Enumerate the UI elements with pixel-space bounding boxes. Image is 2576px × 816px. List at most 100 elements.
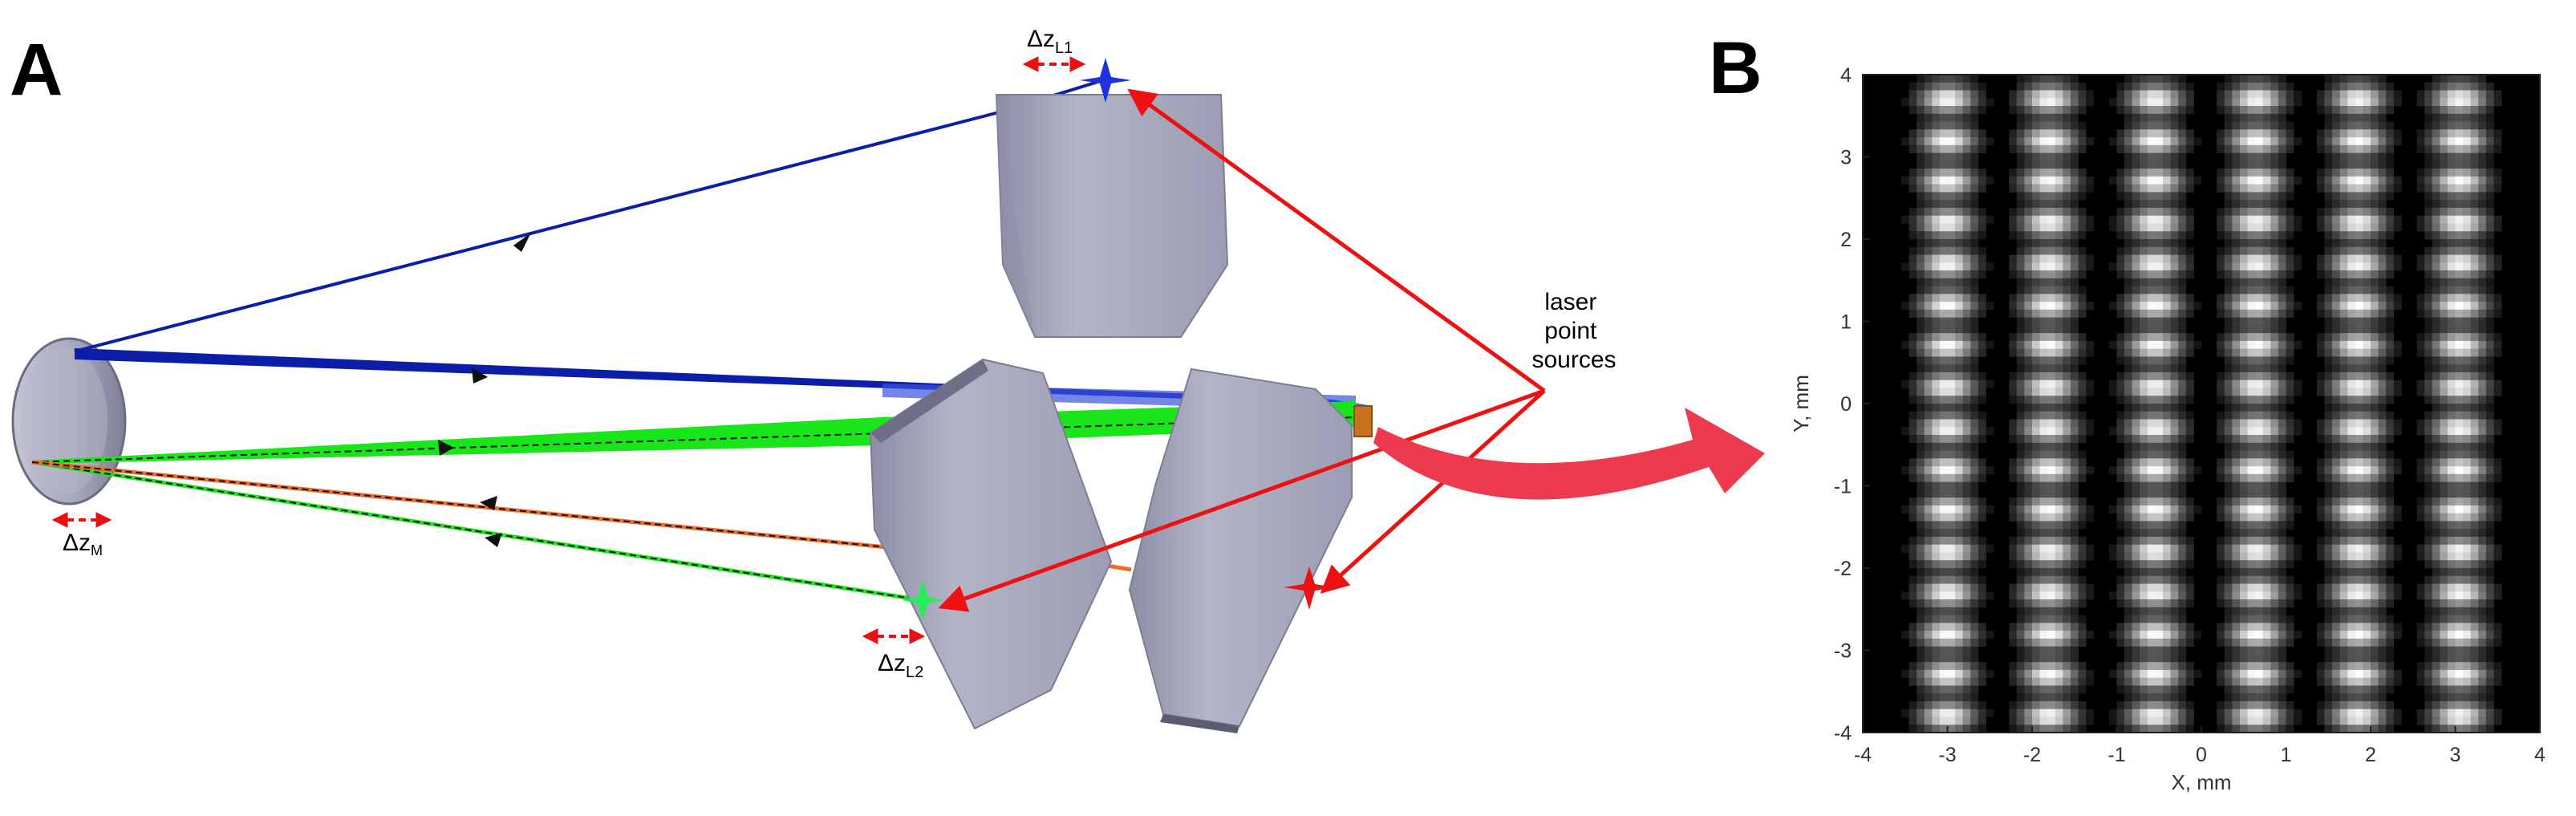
heatmap-cell	[2339, 529, 2348, 538]
heatmap-cell	[1947, 340, 1956, 350]
heatmap-cell	[2132, 302, 2140, 311]
heatmap-cell	[2032, 404, 2040, 412]
heatmap-cell	[2470, 458, 2479, 467]
heatmap-cell	[2163, 536, 2172, 546]
heatmap-cell	[2278, 575, 2286, 584]
heatmap-cell	[2485, 607, 2494, 615]
heatmap-cell	[2178, 544, 2187, 553]
heatmap-cell	[1955, 325, 1964, 334]
heatmap-cell	[2324, 239, 2333, 248]
heatmap-cell	[2424, 599, 2433, 608]
heatmap-cell	[1917, 669, 1925, 679]
heatmap-cell	[2116, 309, 2125, 319]
heatmap-cell	[2447, 473, 2456, 483]
heatmap-cell	[2278, 286, 2286, 294]
heatmap-cell	[1932, 677, 1941, 686]
heatmap-cell	[2255, 615, 2264, 623]
heatmap-cell	[2009, 560, 2018, 569]
heatmap-cell	[2378, 677, 2387, 686]
heatmap-cell	[2009, 513, 2018, 522]
heatmap-cell	[2063, 435, 2071, 444]
heatmap-cell	[2355, 223, 2363, 232]
heatmap-cell	[2339, 450, 2348, 459]
heatmap-cell	[2116, 552, 2125, 561]
heatmap-cell	[2124, 717, 2133, 725]
heatmap-cell	[2217, 435, 2225, 444]
heatmap-cell	[1939, 90, 1948, 99]
heatmap-cell	[2386, 317, 2395, 326]
heatmap-cell	[2147, 685, 2156, 694]
heatmap-cell	[2278, 223, 2286, 232]
heatmap-cell	[2432, 473, 2440, 483]
heatmap-cell	[2371, 481, 2379, 490]
heatmap-cell	[2016, 396, 2025, 404]
heatmap-cell	[2493, 262, 2502, 271]
heatmap-cell	[2140, 106, 2148, 115]
heatmap-cell	[2470, 184, 2479, 193]
heatmap-cell	[2463, 489, 2472, 498]
heatmap-cell	[2278, 717, 2286, 725]
heatmap-cell	[1917, 458, 1925, 467]
heatmap-cell	[2332, 192, 2341, 201]
heatmap-cell	[2239, 489, 2248, 498]
heatmap-cell	[2378, 654, 2387, 663]
heatmap-cell	[2178, 396, 2187, 404]
heatmap-cell	[1901, 669, 1909, 679]
heatmap-cell	[1978, 427, 1986, 436]
heatmap-cell	[1924, 137, 1933, 146]
heatmap-cell	[1917, 693, 1925, 702]
heatmap-cell	[2447, 254, 2456, 263]
heatmap-cell	[2016, 677, 2025, 686]
heatmap-cell	[2447, 615, 2456, 623]
heatmap-cell	[2440, 599, 2448, 608]
heatmap-cell	[2478, 677, 2487, 686]
heatmap-cell	[2032, 631, 2040, 639]
heatmap-cell	[2024, 168, 2033, 177]
heatmap-cell	[2132, 348, 2140, 357]
heatmap-cell	[2116, 333, 2125, 342]
heatmap-cell	[2447, 396, 2456, 404]
heatmap-cell	[2278, 356, 2286, 365]
heatmap-cell	[2178, 294, 2187, 302]
heatmap-cell	[2339, 176, 2348, 185]
heatmap-cell	[2055, 184, 2063, 193]
heatmap-cell	[1955, 568, 1964, 577]
heatmap-cell	[2378, 599, 2387, 608]
heatmap-cell	[1970, 75, 1979, 83]
heatmap-cell	[2170, 583, 2179, 592]
heatmap-cell	[2416, 340, 2425, 350]
heatmap-cell	[2170, 536, 2179, 546]
heatmap-cell	[2116, 340, 2125, 350]
heatmap-cell	[2324, 623, 2333, 631]
heatmap-cell	[2055, 489, 2063, 498]
heatmap-cell	[1932, 160, 1941, 169]
heatmap-cell	[1986, 544, 1994, 553]
heatmap-cell	[2447, 184, 2456, 193]
heatmap-cell	[1947, 231, 1956, 240]
heatmap-cell	[2039, 340, 2048, 350]
heatmap-cell	[2009, 473, 2018, 483]
heatmap-cell	[1924, 450, 1933, 459]
heatmap-cell	[2332, 404, 2341, 412]
heatmap-cell	[2485, 121, 2494, 130]
heatmap-cell	[2463, 302, 2472, 311]
heatmap-cell	[1947, 309, 1956, 319]
heatmap-cell	[2432, 725, 2440, 733]
heatmap-cell	[2324, 82, 2333, 91]
heatmap-cell	[2455, 700, 2464, 710]
heatmap-cell	[2217, 411, 2225, 420]
heatmap-cell	[2124, 231, 2133, 240]
heatmap-cell	[2024, 717, 2033, 725]
heatmap-cell	[2278, 473, 2286, 483]
heatmap-cell	[1909, 623, 1917, 631]
heatmap-cell	[2463, 700, 2472, 710]
heatmap-cell	[1970, 623, 1979, 631]
heatmap-cell	[1932, 685, 1941, 694]
heatmap-cell	[2355, 529, 2363, 538]
heatmap-cell	[2378, 489, 2387, 498]
heatmap-cell	[2378, 708, 2387, 717]
heatmap-cell	[2485, 168, 2494, 177]
heatmap-cell	[2032, 536, 2040, 546]
heatmap-cell	[2032, 333, 2040, 342]
heatmap-cell	[1939, 466, 1948, 475]
